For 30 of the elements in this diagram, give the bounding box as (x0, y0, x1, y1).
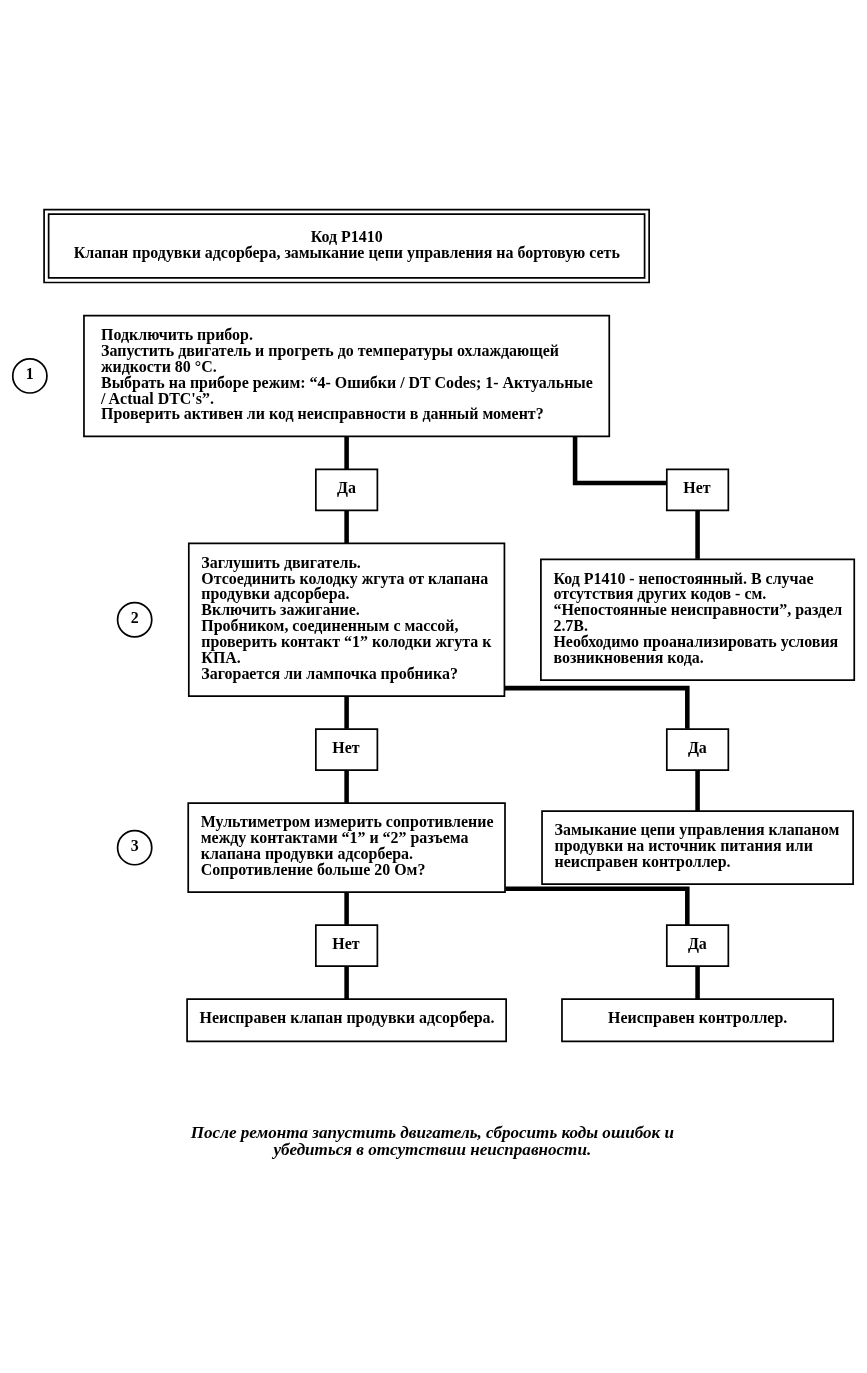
node-box: Замыкание цепи управления клапаном продувки на источник питания или неисправен контроллер. (541, 809, 854, 885)
connector (344, 891, 349, 925)
node-circle: 2 (116, 601, 153, 638)
node-circle: 1 (11, 357, 48, 394)
node-box: Да (665, 727, 730, 771)
node-box: Да (665, 923, 730, 967)
connector (572, 435, 667, 485)
node-box: Мультиметром измерить сопротивление между контактами “1” и “2” разъема клапана продувки адсорбера. Сопротивление больше 20 Ом? (187, 801, 506, 893)
connector (344, 509, 349, 543)
node-box: Нет (665, 468, 730, 511)
node-box: Подключить прибор. Запустить двигатель и прогреть до температуры охлаждающей жидкости 80 °С. Выбрать на приборе режим: “4- Ошибки / DT Codes; 1- Актуальные / Actual DTC's”. Проверить активен ли код неисправности в данный момент? (83, 314, 611, 437)
connector (695, 769, 700, 811)
connector (344, 436, 349, 469)
node-box: Код P1410 - непостоянный. В случае отсутствия других кодов - см. “Непостоянные неисправности”, раздел 2.7В. Необходимо проанализировать условия возникновения кода. (540, 558, 856, 681)
connector (695, 965, 700, 999)
connector (504, 685, 690, 729)
node-box: Код P1410 Клапан продувки адсорбера, замыкание цепи управления на бортовую сеть (43, 208, 650, 283)
connector (695, 509, 700, 559)
node-box: Нет (315, 923, 379, 967)
connector (344, 965, 349, 999)
node-box: Неисправен клапан продувки адсорбера. (186, 997, 507, 1042)
node-box: Заглушить двигатель. Отсоединить колодку жгута от клапана продувки адсорбера. Включить зажигание. Пробником, соединенным с массой, проверить контакт “1” колодки жгута к КПА. Загорается ли лампочка пробника? (187, 542, 506, 697)
connector (344, 769, 349, 803)
node-circle: 3 (116, 829, 153, 866)
connector (344, 695, 349, 729)
node-box: Нет (315, 727, 379, 771)
node-box: Неисправен контроллер. (561, 997, 835, 1042)
caption: После ремонта запустить двигатель, сбросить коды ошибок и убедиться в отсутствии неисправности. (190, 1122, 674, 1159)
node-box: Да (315, 468, 379, 511)
connector (505, 885, 690, 925)
